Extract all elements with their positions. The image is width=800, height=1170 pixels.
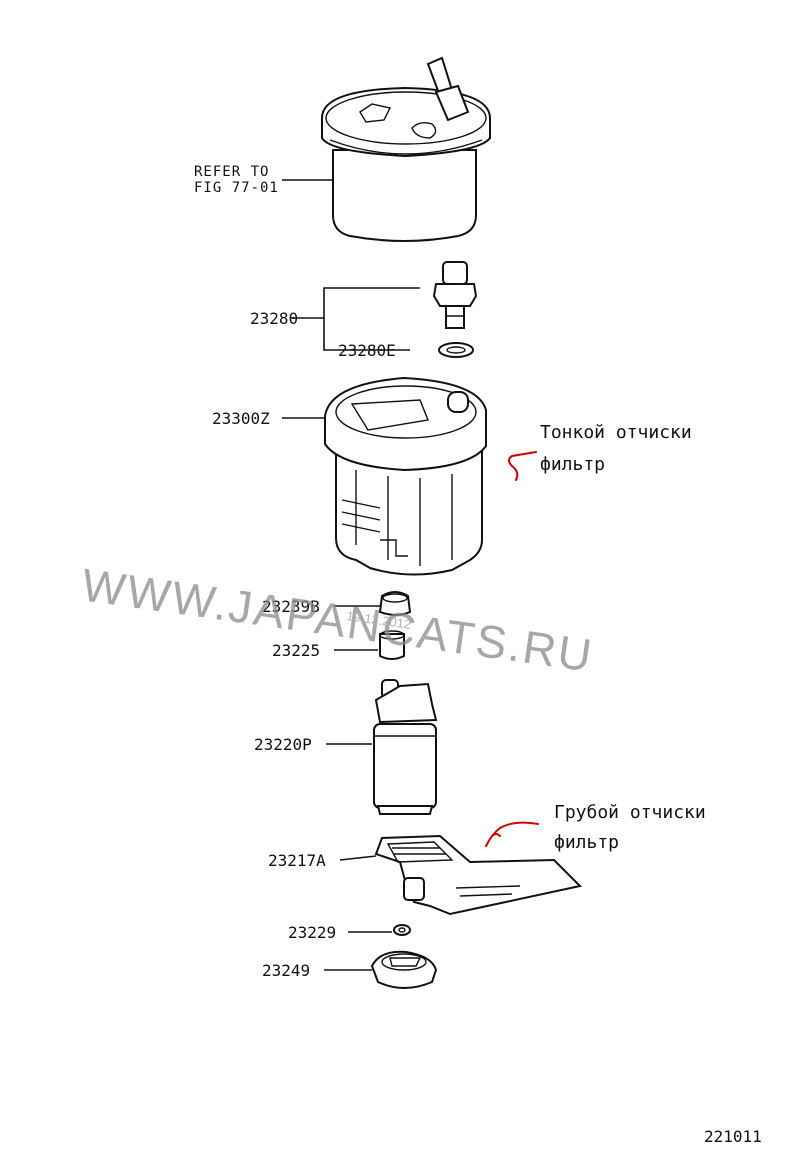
fuel-filter-housing xyxy=(321,56,491,242)
label-23300z: 23300Z xyxy=(212,409,270,428)
note-fine-filter-line-1: Тонкой отчиски xyxy=(540,422,692,443)
clip-23229 xyxy=(393,924,411,936)
label-23217a: 23217A xyxy=(268,851,326,870)
watermark-text: WWW.JAPANCATS.RU xyxy=(79,558,597,681)
cushion-23225 xyxy=(379,630,405,660)
note-coarse-filter-line-2: фильтр xyxy=(554,832,619,853)
note-fine-filter-line-2: фильтр xyxy=(540,454,605,475)
label-23239b: 23239B xyxy=(262,597,320,616)
watermark: WWW.JAPANCATS.RU 19.12.2012 xyxy=(79,558,597,681)
note-coarse-filter-line-1: Грубой отчиски xyxy=(554,802,706,823)
label-23249: 23249 xyxy=(262,961,310,980)
diagram-code: 221011 xyxy=(704,1127,762,1146)
label-23229: 23229 xyxy=(288,923,336,942)
label-23220p: 23220P xyxy=(254,735,312,754)
pressure-regulator xyxy=(432,261,478,329)
fine-fuel-filter xyxy=(324,376,487,576)
label-23280e: 23280E xyxy=(338,341,396,360)
refer-note-line-2: FIG 77-01 xyxy=(194,180,279,196)
holder-23249 xyxy=(370,950,438,989)
grommet-23239b xyxy=(378,591,412,616)
fuel-pump xyxy=(373,679,438,815)
o-ring-23280e xyxy=(438,342,474,358)
coarse-filter-arrow xyxy=(485,821,539,847)
fine-filter-arrow xyxy=(508,451,537,481)
label-23280: 23280 xyxy=(250,309,298,328)
label-23225: 23225 xyxy=(272,641,320,660)
refer-note-line-1: REFER TO xyxy=(194,164,269,180)
fuel-strainer xyxy=(374,834,583,916)
